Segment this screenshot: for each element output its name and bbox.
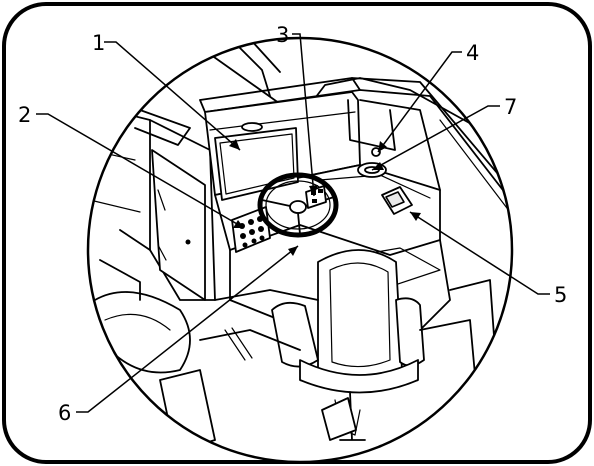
callout-4: 4: [466, 41, 479, 65]
callout-7: 7: [504, 95, 517, 119]
arrow-1: [229, 139, 240, 150]
ignition-switch: [371, 147, 381, 157]
callout-5: 5: [554, 283, 567, 307]
steering-wheel: [257, 172, 339, 238]
arrow-5: [410, 212, 421, 221]
magnified-view: [86, 36, 514, 464]
helm-seat: [271, 249, 425, 441]
callout-6: 6: [58, 401, 71, 425]
callout-2: 2: [18, 103, 31, 127]
leader-6: [76, 245, 299, 413]
engine-control: [381, 186, 413, 215]
callout-labels: 1 2 3 4 5 6 7: [18, 23, 567, 425]
callout-arrows: [229, 139, 421, 256]
leader-1: [104, 41, 241, 151]
arrow-2: [233, 220, 244, 228]
arrow-3: [309, 185, 318, 196]
leader-2: [36, 113, 245, 229]
arrow-4: [378, 141, 387, 152]
leader-3: [292, 33, 315, 197]
switch-panel: [231, 206, 271, 253]
callout-1: 1: [92, 31, 105, 55]
arrow-6: [288, 246, 298, 256]
leader-7: [371, 105, 500, 171]
callout-3: 3: [276, 23, 289, 47]
arrow-7: [372, 162, 384, 170]
callout-leaders: [36, 33, 550, 413]
left-bulkhead: [89, 109, 216, 453]
leader-4: [377, 51, 462, 153]
leader-5: [409, 211, 550, 295]
